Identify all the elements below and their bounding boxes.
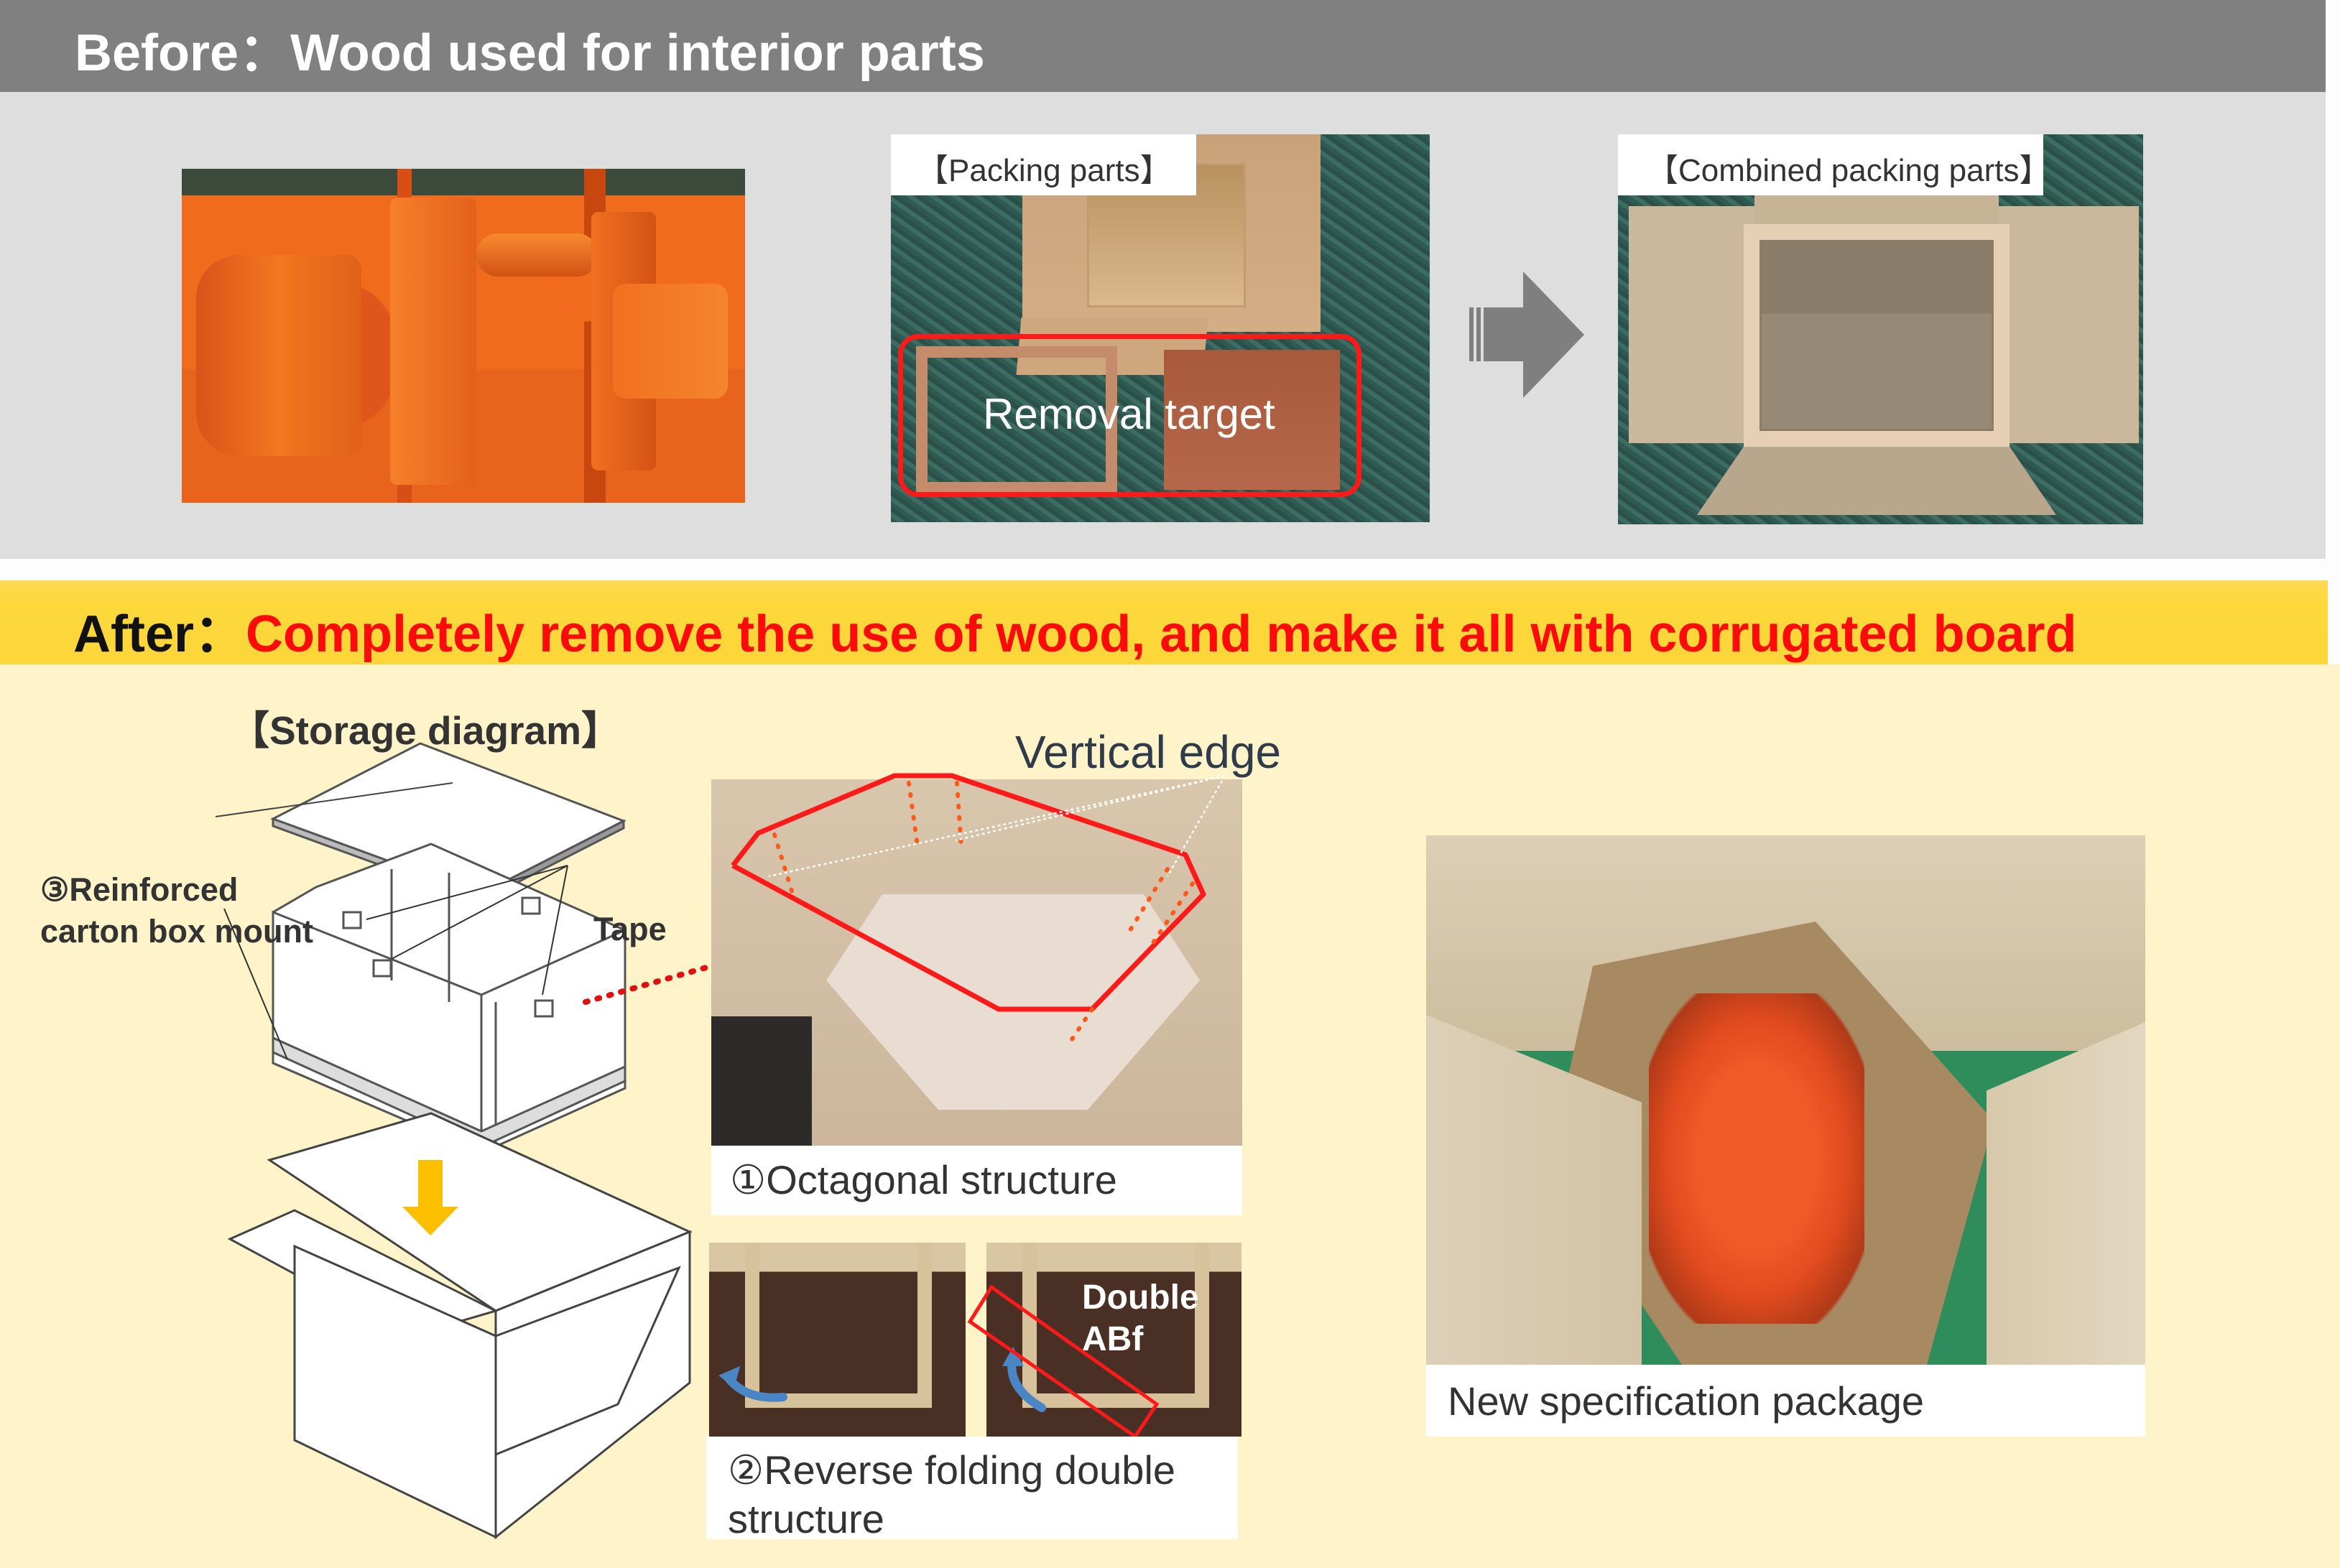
- combined-packing-caption: 【Combined packing parts】: [1647, 153, 2051, 188]
- after-label: After: [73, 606, 195, 663]
- wood-frame: [916, 346, 1117, 493]
- vertical-edge-markers: [772, 781, 1195, 1044]
- octagon-outline-overlay: [731, 773, 1226, 1044]
- packing-parts-photo: Removal target 【Packing parts】: [891, 134, 1430, 522]
- double-label-line1: Double: [1082, 1279, 1199, 1317]
- double-label-line2: ABf: [1082, 1320, 1144, 1358]
- after-separator: ：: [194, 606, 246, 663]
- reverse-folding-caption-box: [706, 1437, 1238, 1539]
- fold-arrow-icon-left: [725, 1375, 787, 1402]
- reverse-folding-photo-after: [986, 1243, 1241, 1437]
- wood-board: [1164, 350, 1340, 490]
- box-flap-right: [1999, 206, 2139, 443]
- octagonal-caption: ①Octagonal structure: [730, 1157, 1117, 1202]
- reinforced-label-line1: ③Reinforced: [40, 871, 239, 908]
- hoist-gearbox: [613, 284, 728, 399]
- octagon-red-outline: [731, 773, 1206, 1012]
- vertical-edge-pointer-lines: [768, 774, 1226, 878]
- vertical-edge-label: Vertical edge: [1015, 726, 1282, 778]
- new-package-caption: New specification package: [1448, 1378, 1925, 1424]
- right-arrow-icon: [1469, 272, 1584, 398]
- before-header-bar: [0, 0, 2326, 92]
- box-flap-bottom: [1697, 436, 2056, 515]
- box-flap-right: [1987, 1022, 2145, 1365]
- hoist-photo: [182, 169, 745, 503]
- hoist-motor-drum: [196, 255, 361, 456]
- removal-target-highlight: [898, 334, 1361, 497]
- tape-label: Tape: [593, 911, 667, 947]
- after-title: After：Completely remove the use of wood,…: [73, 591, 2077, 667]
- packing-caption-box: [891, 134, 1196, 195]
- reverse-folding-caption: ②Reverse folding double structure: [728, 1447, 1176, 1541]
- inner-box-walls: [745, 1243, 932, 1408]
- wrapped-hoist-product: [1649, 993, 1864, 1324]
- reinforced-mount-board: [272, 1036, 626, 1149]
- reinforced-mount-label: ③Reinforced carton box mount: [40, 869, 313, 952]
- before-title: Before：Wood used for interior parts: [75, 10, 985, 85]
- reinforced-label-line2: carton box mount: [40, 913, 313, 950]
- hoist-shaft: [476, 233, 598, 277]
- mount-pointer-line: [223, 908, 288, 1060]
- floor-shadow: [711, 1016, 812, 1146]
- storage-diagram-title: 【Storage diagram】: [230, 708, 621, 753]
- reverse-folding-photo-before: [709, 1243, 966, 1437]
- combined-packing-photo: 【Combined packing parts】: [1618, 134, 2143, 524]
- box-interior: [1762, 314, 1992, 429]
- after-title-text: Completely remove the use of wood, and m…: [246, 606, 2077, 663]
- tape-pointer-lines: [366, 865, 568, 996]
- octagonal-caption-box: [711, 1146, 1242, 1215]
- before-label: Before: [75, 24, 239, 82]
- removal-target-label: Removal target: [983, 390, 1275, 438]
- new-specification-package-photo: [1426, 835, 2145, 1365]
- combined-caption-box: [1618, 134, 2043, 195]
- outer-carton-box: [227, 1112, 693, 1540]
- before-separator: ：: [239, 24, 291, 82]
- storage-diagram: [215, 742, 714, 1540]
- after-header-bar: [0, 580, 2328, 664]
- hoist-frame: [390, 198, 476, 485]
- octagonal-structure-photo: [711, 779, 1242, 1146]
- packing-parts-caption: 【Packing parts】: [917, 153, 1172, 188]
- double-abf-label: Double ABf: [1082, 1277, 1199, 1360]
- new-package-caption-box: [1426, 1365, 2145, 1437]
- before-title-text: Wood used for interior parts: [290, 24, 985, 82]
- leader-dotted-line: [583, 963, 714, 1005]
- inner-corrugated-box: [272, 843, 626, 1160]
- box-flap-left: [1629, 206, 1754, 443]
- insert-arrow-icon: [402, 1160, 458, 1235]
